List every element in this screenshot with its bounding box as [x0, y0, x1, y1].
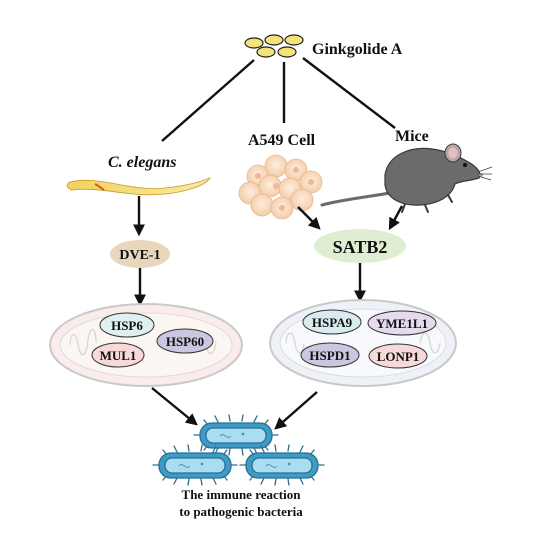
satb2-node: SATB2	[314, 229, 406, 263]
dve1-label: DVE-1	[119, 248, 160, 263]
arrow-cell-to-satb2	[297, 206, 321, 230]
worm-icon	[66, 177, 211, 196]
protein-yme1l1-label: YME1L1	[376, 316, 428, 331]
protein-mul1: MUL1	[91, 342, 145, 368]
model-worm-label: C. elegans	[108, 154, 176, 171]
satb2-label: SATB2	[333, 237, 388, 257]
protein-hspd1-label: HSPD1	[309, 348, 350, 363]
mouse-icon	[320, 143, 493, 213]
protein-lonp1-label: LONP1	[377, 349, 420, 364]
protein-mul1-label: MUL1	[100, 348, 137, 363]
arrow-right-mito-to-bacteria	[274, 391, 318, 430]
bacterium-right-icon	[239, 444, 325, 486]
arrow-left-mito-to-bacteria	[151, 387, 198, 426]
model-mouse-label: Mice	[395, 128, 429, 145]
bacterium-top-icon	[193, 414, 279, 456]
protein-hspa9-label: HSPA9	[312, 315, 353, 330]
right-mitochondrion	[269, 299, 457, 387]
protein-hsp6-label: HSP6	[111, 318, 143, 333]
ginkgolide-seeds-icon	[244, 34, 304, 58]
dve1-node: DVE-1	[110, 240, 170, 268]
protein-yme1l1: YME1L1	[367, 310, 437, 336]
title: Ginkgolide A	[312, 41, 403, 58]
outcome-line-1: The immune reaction	[182, 487, 302, 502]
protein-hsp6: HSP6	[99, 312, 155, 338]
protein-hsp60-label: HSP60	[166, 334, 204, 349]
cell-cluster-icon	[238, 154, 323, 220]
arrow-mouse-to-satb2	[388, 205, 404, 231]
protein-hspa9: HSPA9	[302, 309, 362, 335]
connector-lines	[161, 57, 396, 142]
model-cell-label: A549 Cell	[248, 132, 316, 149]
outcome-line-2: to pathogenic bacteria	[179, 504, 303, 519]
protein-lonp1: LONP1	[368, 343, 428, 369]
protein-hspd1: HSPD1	[300, 342, 360, 368]
protein-hsp60: HSP60	[156, 328, 214, 354]
bacterium-left-icon	[152, 444, 238, 486]
